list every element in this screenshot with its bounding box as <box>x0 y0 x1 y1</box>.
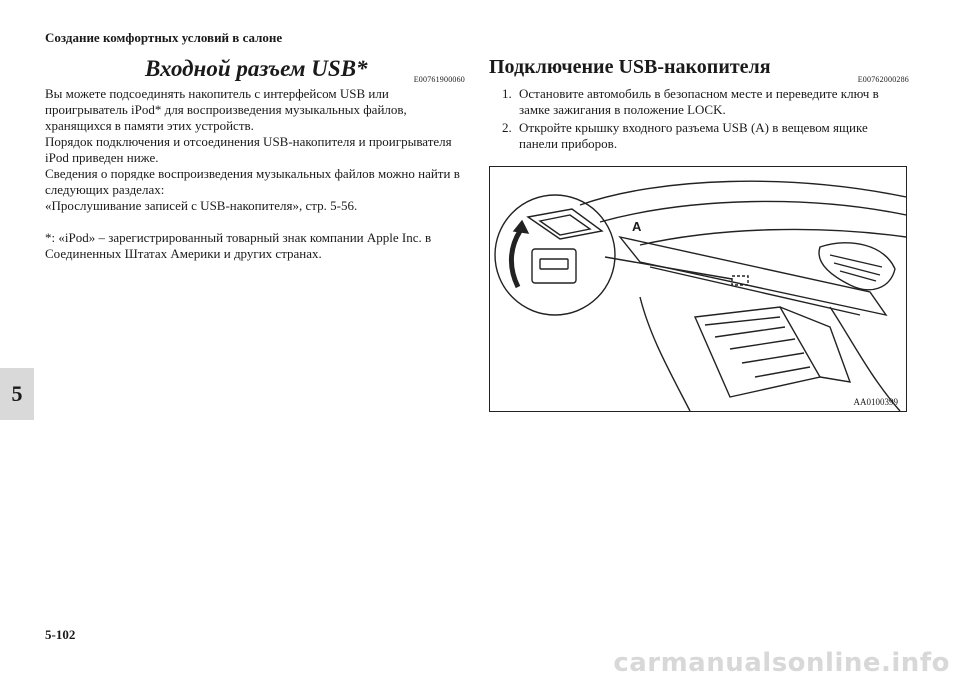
reference-paragraph: Сведения о порядке воспроизведения музык… <box>45 166 460 197</box>
usb-input-heading: Входной разъем USB* E00761900060 <box>45 56 465 86</box>
footnote: *: «iPod» – зарегистрированный товарный … <box>45 230 432 261</box>
page-number: 5-102 <box>45 627 76 642</box>
chapter-tab: 5 <box>0 368 34 420</box>
label-a: A <box>632 219 642 234</box>
usb-input-code: E00761900060 <box>413 75 465 84</box>
section-header: Создание комфортных условий в салоне <box>45 30 283 45</box>
step-item: 2. Откройте крышку входного разъема USB … <box>502 120 868 151</box>
watermark: carmanualsonline.info <box>613 648 950 677</box>
right-column: Подключение USB-накопителя E00762000286 … <box>489 56 909 154</box>
intro-paragraph: Вы можете подсоединять накопитель с инте… <box>45 86 407 133</box>
figure-code: AA0100399 <box>853 397 899 407</box>
glovebox-usb-illustration: A AA0100399 <box>489 166 907 412</box>
usb-input-title: Входной разъем USB* <box>145 56 368 81</box>
procedure-paragraph: Порядок подключения и отсоединения USB-н… <box>45 134 452 165</box>
usb-connect-code: E00762000286 <box>857 75 909 84</box>
left-column: Входной разъем USB* E00761900060 Вы може… <box>45 56 465 262</box>
usb-connect-heading: Подключение USB-накопителя E00762000286 <box>489 56 909 86</box>
usb-connect-title: Подключение USB-накопителя <box>489 56 771 78</box>
steps-list: 1. Остановите автомобиль в безопасном ме… <box>489 86 909 152</box>
step-item: 1. Остановите автомобиль в безопасном ме… <box>502 86 879 117</box>
reference-link: «Прослушивание записей с USB-накопителя»… <box>45 198 358 213</box>
illustration-drawing <box>494 180 906 411</box>
